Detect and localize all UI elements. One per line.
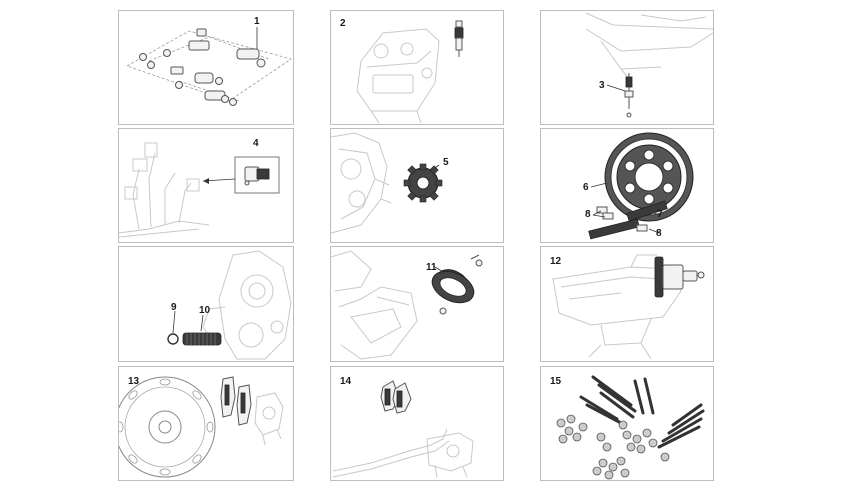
sprocket (403, 163, 443, 203)
bolts-nuts-illustration (556, 375, 705, 480)
panel-spark-plug[interactable]: 2 (330, 10, 504, 125)
callout-label: 8 (656, 228, 662, 239)
swingarm-hub-illustration (552, 254, 705, 360)
panel-brake-disc-pads[interactable]: 13 (118, 366, 294, 481)
panel-kickstart-shaft[interactable]: 9 10 (118, 246, 294, 362)
callout-label: 8 (585, 209, 591, 220)
rear-brake-pads-illustration (332, 380, 474, 478)
panel-wiring-harness[interactable]: 4 (118, 128, 294, 243)
callout-label: 12 (550, 256, 562, 267)
engine-sprocket-illustration (331, 132, 443, 234)
panel-air-filter[interactable]: 11 (330, 246, 504, 362)
callout-label: 14 (340, 376, 352, 387)
callout-label: 10 (199, 305, 211, 316)
rear-body-illustration (585, 12, 713, 118)
callout-label: 3 (599, 80, 605, 91)
callout-label: 13 (128, 376, 140, 387)
engine-cover-illustration (167, 250, 292, 360)
panel-hub-shaft[interactable]: 12 (540, 246, 714, 362)
rear-sprocket (604, 132, 694, 222)
panel-rear-sprocket-chain[interactable]: 6 7 8 8 (540, 128, 714, 243)
panel-brake-lever[interactable]: 3 (540, 10, 714, 125)
panel-rear-brake-pads[interactable]: 14 (330, 366, 504, 481)
wiring-harness-illustration (119, 142, 280, 238)
rear-sprocket-chain-illustration (588, 132, 694, 240)
bearing-kit-illustration (126, 27, 292, 106)
callout-label: 11 (426, 262, 437, 273)
cylinder-head-illustration (356, 20, 464, 124)
panel-bearing-kit[interactable]: 1 (118, 10, 294, 125)
air-filter-element (431, 270, 475, 304)
callout-label: 4 (253, 138, 259, 149)
brake-disc-pads-illustration (119, 376, 284, 478)
callout-label: 2 (340, 18, 346, 29)
panel-front-sprocket[interactable]: 5 (330, 128, 504, 243)
callout-label: 15 (550, 376, 562, 387)
callout-label: 5 (443, 157, 449, 168)
callout-label: 1 (254, 16, 260, 27)
brake-disc (119, 376, 216, 478)
callout-label: 7 (657, 209, 663, 220)
panel-bolts-nuts[interactable]: 15 (540, 366, 714, 481)
callout-label: 6 (583, 182, 589, 193)
airbox-illustration (331, 250, 483, 360)
callout-label: 9 (171, 302, 177, 313)
